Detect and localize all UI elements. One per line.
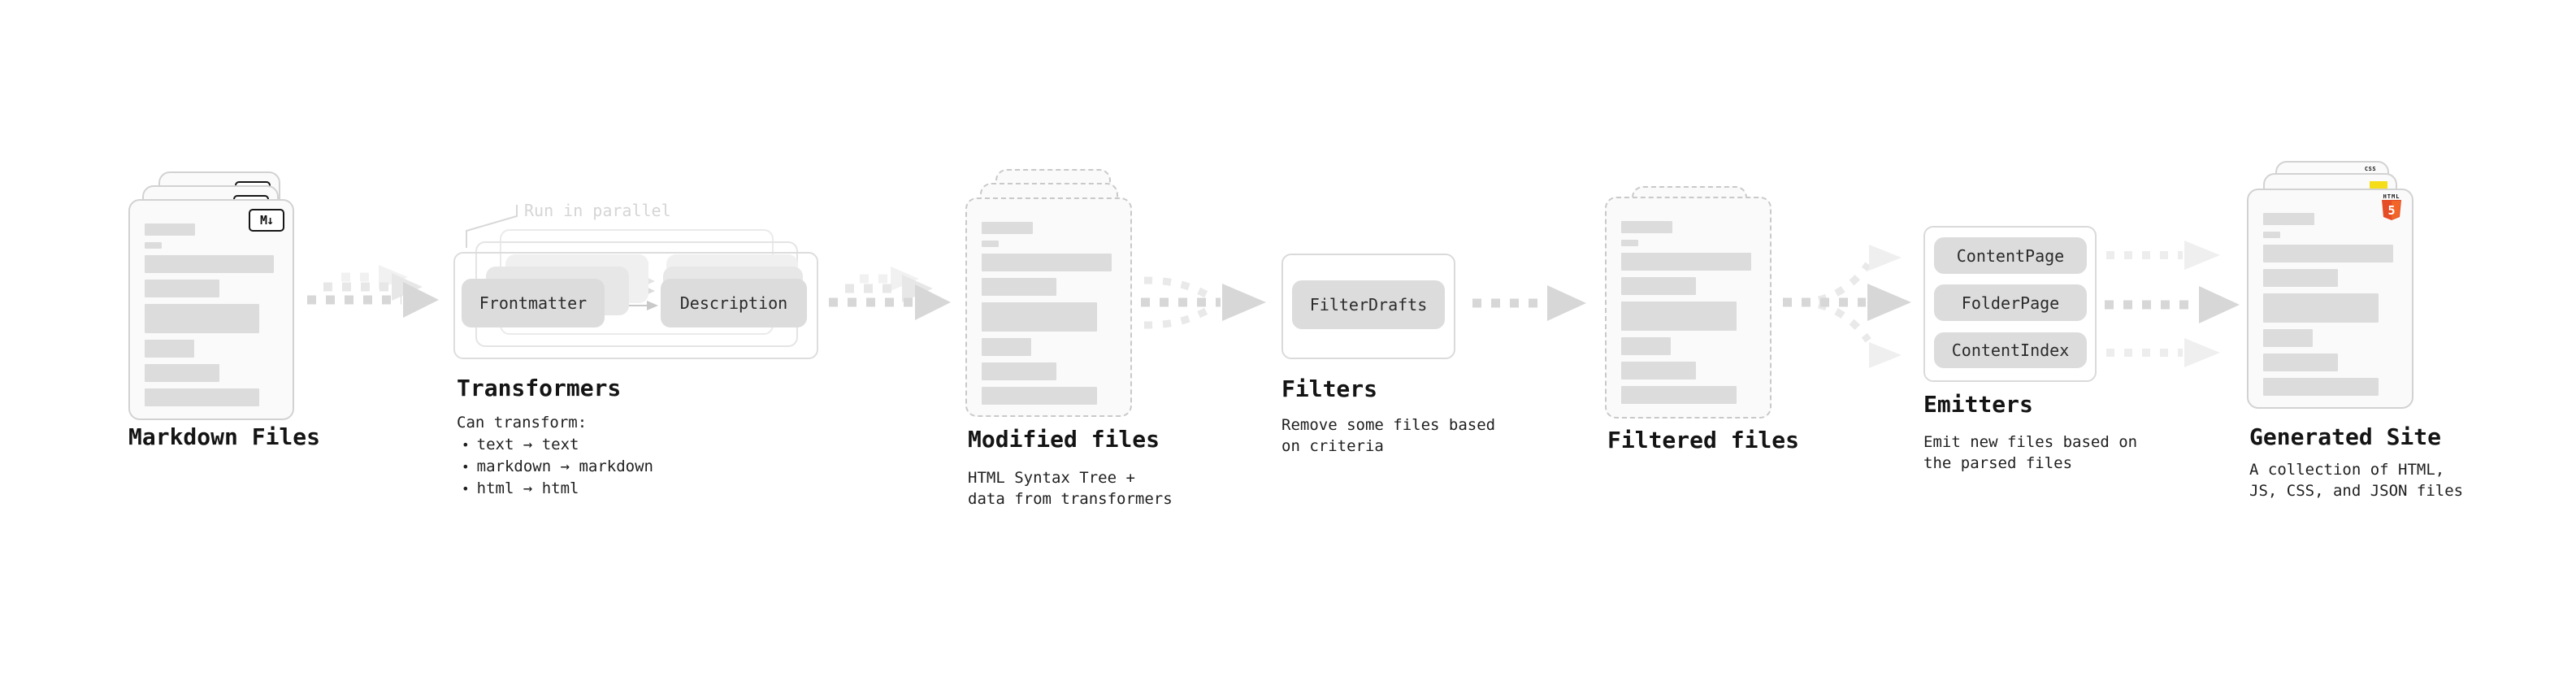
bullet-dot: • xyxy=(462,481,470,497)
stage-label-generated-site: Generated Site xyxy=(2249,423,2442,450)
stage-label-markdown-files: Markdown Files xyxy=(128,423,321,450)
stage-label-modified-files: Modified files xyxy=(968,426,1160,453)
filtered-file-card xyxy=(1605,197,1772,419)
can-transform-title: Can transform: xyxy=(457,414,588,432)
stage-label-transformers: Transformers xyxy=(457,375,622,401)
stage-label-filtered-files: Filtered files xyxy=(1607,427,1800,453)
bullet-text: html → html xyxy=(476,479,579,497)
arrow-transformers-to-modified xyxy=(829,267,951,320)
html5-icon: HTML 5 xyxy=(2381,193,2402,223)
generated-file-card-html: HTML 5 xyxy=(2247,189,2413,409)
annotation-leader-line xyxy=(466,205,518,248)
stage-label-emitters: Emitters xyxy=(1923,391,2033,418)
filters-description: Remove some files based on criteria xyxy=(1281,416,1496,455)
markdown-icon: M↓ xyxy=(249,209,284,232)
run-in-parallel-annotation: Run in parallel xyxy=(524,201,671,220)
transform-bullet: • html → html xyxy=(457,478,653,500)
generated-site-description: A collection of HTML, JS, CSS, and JSON … xyxy=(2249,461,2464,500)
arrow-modified-to-filters xyxy=(1141,276,1266,329)
emitters-description: Emit new files based on the parsed files xyxy=(1923,433,2138,472)
placeholder-text-bars xyxy=(1621,221,1755,404)
js-icon xyxy=(2370,181,2387,189)
frontmatter-pill: Frontmatter xyxy=(462,279,605,327)
transform-bullet: • markdown → markdown xyxy=(457,456,653,478)
bullet-dot: • xyxy=(462,459,470,475)
placeholder-text-bars xyxy=(982,222,1116,405)
bullet-text: text → text xyxy=(476,436,579,453)
svg-text:5: 5 xyxy=(2387,203,2395,218)
bullet-text: markdown → markdown xyxy=(476,458,653,475)
description-pill: Description xyxy=(661,279,807,327)
placeholder-text-bars xyxy=(2263,213,2397,396)
arrow-emitters-to-generated xyxy=(2105,241,2240,367)
bullet-dot: • xyxy=(462,437,470,453)
arrow-filters-to-filtered xyxy=(1472,285,1586,321)
modified-files-description: HTML Syntax Tree + data from transformer… xyxy=(968,469,1173,508)
transformer-frame xyxy=(453,252,818,359)
folderpage-pill: FolderPage xyxy=(1934,284,2087,321)
transform-bullet: • text → text xyxy=(457,434,653,456)
markdown-file-card: M↓ xyxy=(128,199,294,420)
arrow-markdown-to-transformers xyxy=(307,265,439,318)
contentindex-pill: ContentIndex xyxy=(1934,332,2087,368)
transformers-description: Can transform: • text → text • markdown … xyxy=(457,412,653,500)
placeholder-text-bars xyxy=(145,223,278,406)
stage-label-filters: Filters xyxy=(1281,375,1378,402)
filterdrafts-pill: FilterDrafts xyxy=(1292,280,1445,329)
arrow-filtered-to-emitters xyxy=(1783,245,1911,368)
modified-file-card xyxy=(965,197,1132,417)
contentpage-pill: ContentPage xyxy=(1934,237,2087,274)
